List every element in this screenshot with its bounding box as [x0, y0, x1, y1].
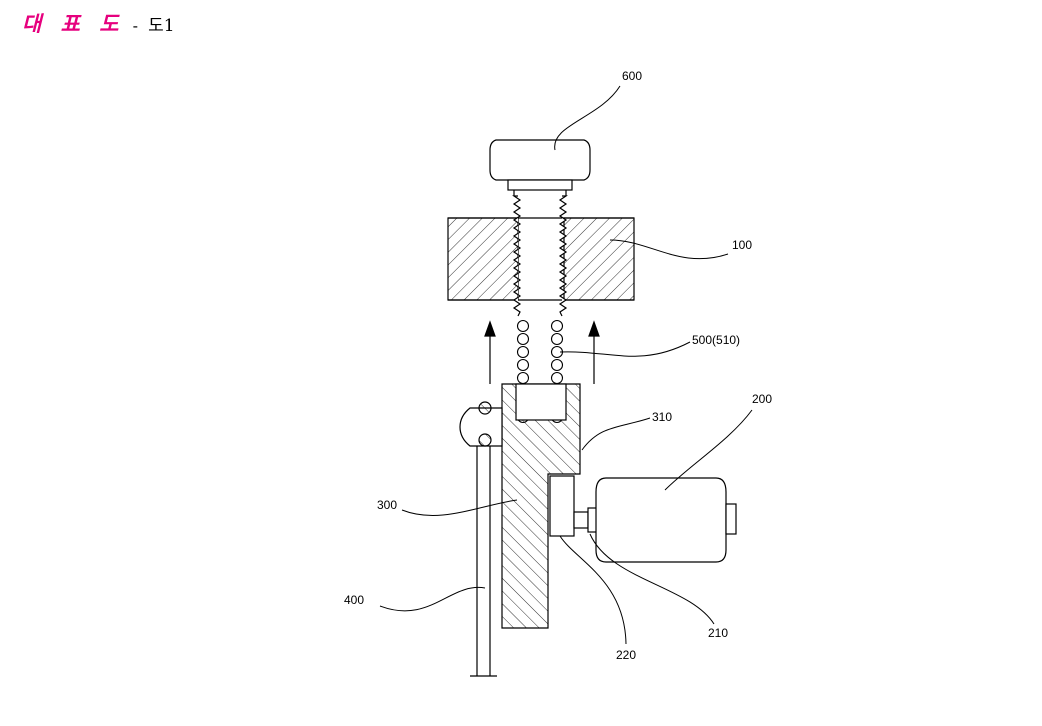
- spring-ball: [552, 360, 563, 371]
- label-600: 600: [622, 69, 642, 83]
- spring-ball: [552, 321, 563, 332]
- label-300: 300: [377, 498, 397, 512]
- motor-200: [588, 478, 736, 562]
- label-310: 310: [652, 410, 672, 424]
- pivot-joint: [460, 402, 502, 446]
- label-220: 220: [616, 648, 636, 662]
- spring-ball: [518, 373, 529, 384]
- block-100: [448, 218, 634, 300]
- label-100: 100: [732, 238, 752, 252]
- threaded-screw: [514, 190, 566, 316]
- label-210: 210: [708, 626, 728, 640]
- label-500-510: 500(510): [692, 333, 740, 347]
- coupling-220: [550, 476, 588, 536]
- spring-ball: [518, 360, 529, 371]
- cap-600: [490, 140, 590, 190]
- spring-ball: [518, 347, 529, 358]
- spring-ball: [518, 321, 529, 332]
- spring-ball: [552, 334, 563, 345]
- lift-arrow-left: [485, 322, 495, 384]
- spring-ball: [552, 373, 563, 384]
- rod-400: [470, 446, 497, 676]
- label-200: 200: [752, 392, 772, 406]
- label-400: 400: [344, 593, 364, 607]
- spring-ball: [518, 334, 529, 345]
